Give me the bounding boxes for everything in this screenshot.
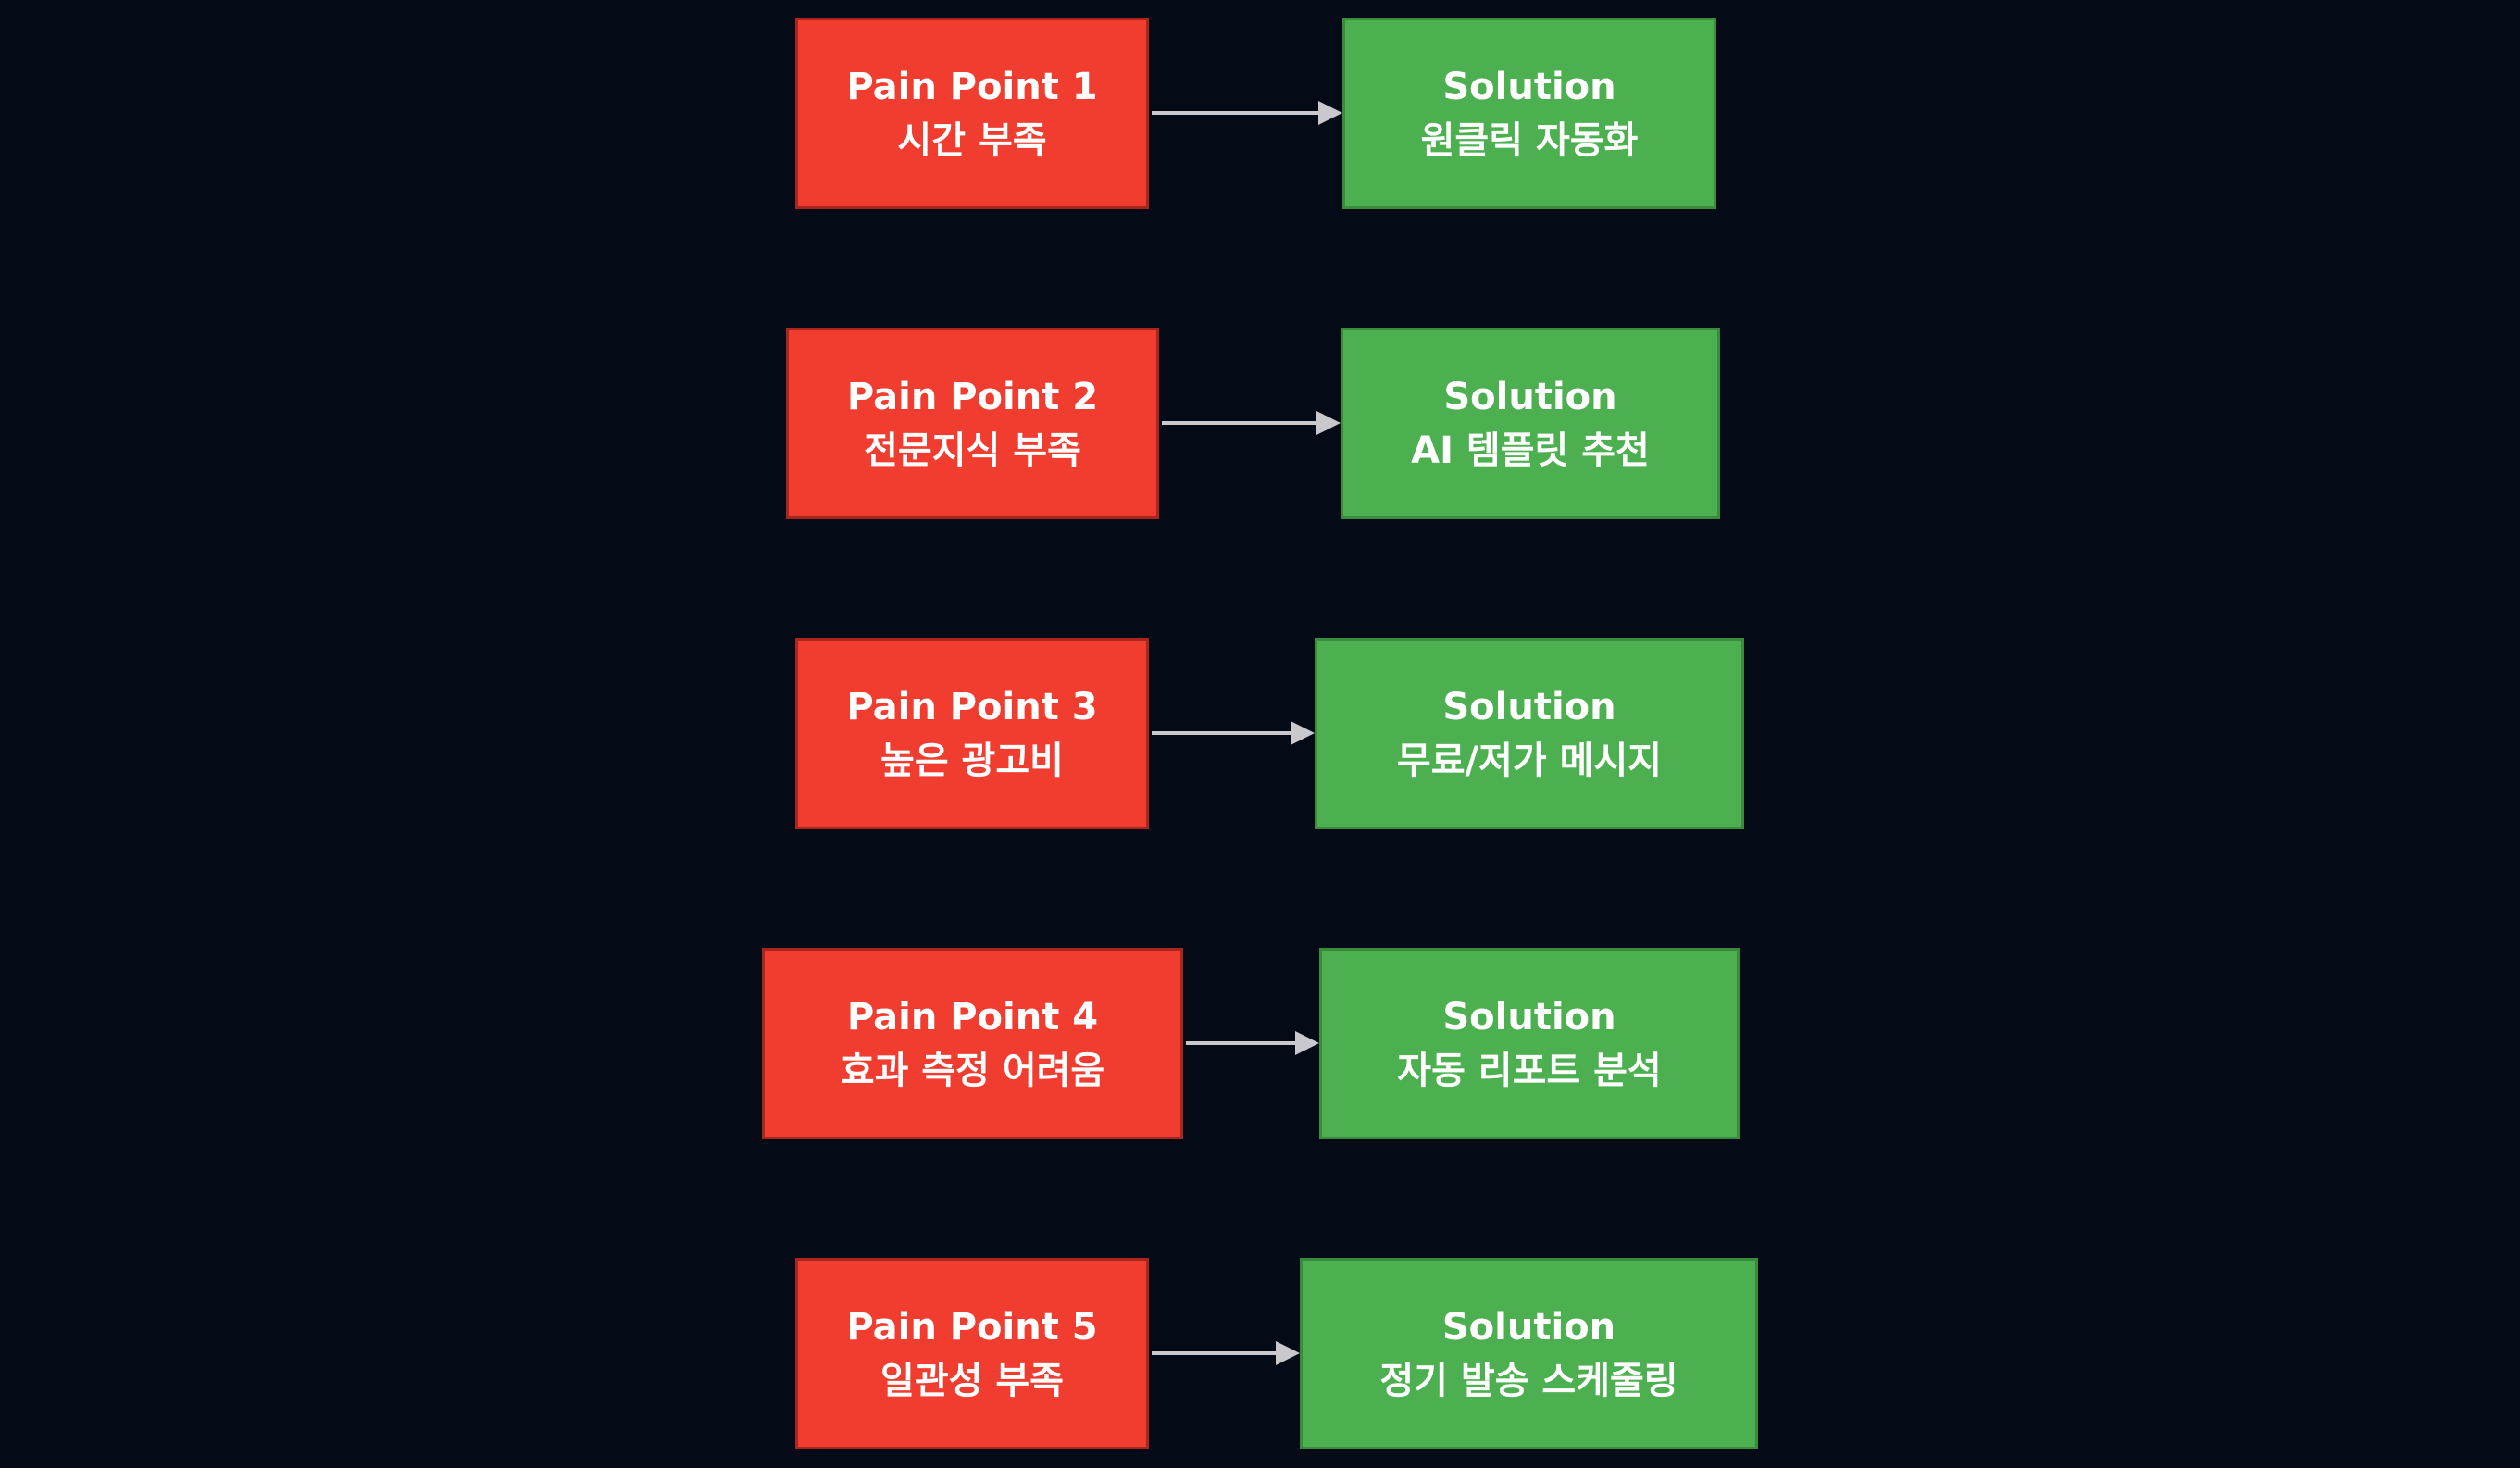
solution-subtitle: AI 템플릿 추천 bbox=[1411, 429, 1650, 472]
solution-box-4: Solution 자동 리포트 분석 bbox=[1319, 948, 1740, 1139]
pain-point-box-2: Pain Point 2 전문지식 부족 bbox=[786, 328, 1159, 519]
solution-subtitle: 무료/저가 메시지 bbox=[1396, 739, 1663, 782]
pain-point-subtitle: 높은 광고비 bbox=[880, 739, 1064, 782]
pain-point-subtitle: 효과 측정 어려움 bbox=[840, 1049, 1105, 1092]
solution-title: Solution bbox=[1442, 685, 1616, 728]
flow-arrow-5 bbox=[1152, 1351, 1276, 1355]
pain-point-title: Pain Point 3 bbox=[846, 685, 1098, 728]
pain-point-box-1: Pain Point 1 시간 부족 bbox=[795, 18, 1149, 209]
solution-box-1: Solution 원클릭 자동화 bbox=[1342, 18, 1716, 209]
flow-arrow-1 bbox=[1152, 111, 1318, 115]
flow-arrow-3 bbox=[1152, 731, 1291, 735]
solution-title: Solution bbox=[1442, 65, 1616, 108]
pain-point-box-4: Pain Point 4 효과 측정 어려움 bbox=[762, 948, 1183, 1139]
pain-point-subtitle: 일관성 부족 bbox=[880, 1359, 1064, 1402]
solution-box-5: Solution 정기 발송 스케줄링 bbox=[1300, 1258, 1758, 1449]
pain-point-subtitle: 전문지식 부족 bbox=[864, 429, 1081, 472]
solution-title: Solution bbox=[1443, 375, 1617, 418]
solution-box-2: Solution AI 템플릿 추천 bbox=[1341, 328, 1720, 519]
solution-subtitle: 원클릭 자동화 bbox=[1420, 118, 1639, 162]
solution-title: Solution bbox=[1441, 1305, 1616, 1349]
pain-point-box-5: Pain Point 5 일관성 부족 bbox=[795, 1258, 1149, 1449]
pain-point-title: Pain Point 5 bbox=[846, 1305, 1098, 1349]
pain-point-title: Pain Point 4 bbox=[846, 995, 1099, 1039]
pain-point-subtitle: 시간 부족 bbox=[897, 118, 1047, 162]
flow-arrow-2 bbox=[1162, 421, 1316, 425]
pain-point-box-3: Pain Point 3 높은 광고비 bbox=[795, 638, 1149, 829]
solution-box-3: Solution 무료/저가 메시지 bbox=[1315, 638, 1744, 829]
solution-subtitle: 자동 리포트 분석 bbox=[1397, 1049, 1662, 1092]
flow-arrow-4 bbox=[1186, 1041, 1295, 1045]
pain-point-title: Pain Point 1 bbox=[846, 65, 1098, 108]
solution-subtitle: 정기 발송 스케줄링 bbox=[1379, 1359, 1678, 1402]
pain-point-title: Pain Point 2 bbox=[846, 375, 1099, 418]
solution-title: Solution bbox=[1442, 995, 1616, 1039]
